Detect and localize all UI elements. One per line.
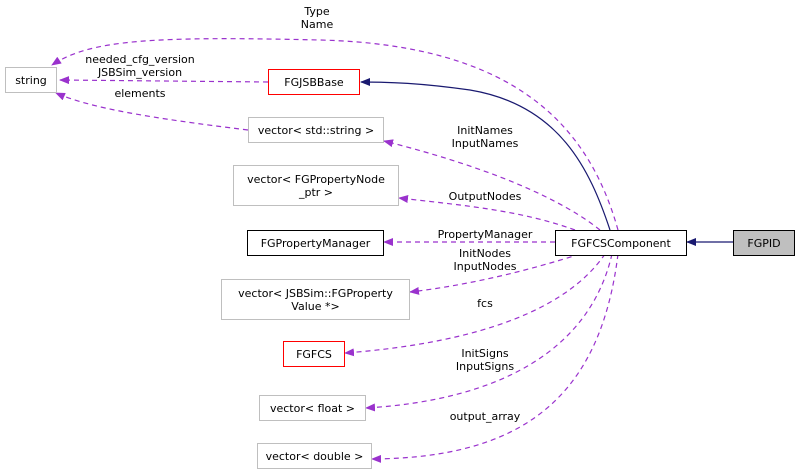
edge-label-init-nodes: InitNodes InputNodes — [453, 247, 517, 273]
node-fgpid[interactable]: FGPID — [733, 230, 795, 256]
edge-label-output-nodes: OutputNodes — [448, 190, 522, 203]
edge-fgfcscomponent-to-string-type-name — [51, 38, 619, 231]
edge-fgfcscomponent-to-fgjsbbase — [360, 78, 611, 231]
edge-label-init-signs: InitSigns InputSigns — [455, 347, 515, 373]
edge-fgfcscomponent-to-vector-string — [383, 139, 601, 231]
edge-label-init-names: InitNames InputNames — [451, 124, 519, 150]
edge-label-output-array: output_array — [449, 410, 521, 423]
edge-fgfcscomponent-to-vector-property-node — [398, 195, 576, 231]
edge-label-property-manager: PropertyManager — [437, 228, 533, 241]
node-fgfcs[interactable]: FGFCS — [283, 341, 345, 367]
edge-fgfcscomponent-to-vector-property-value — [409, 253, 581, 295]
edge-fgfcscomponent-to-fgfcs — [344, 253, 606, 357]
node-vector-double[interactable]: vector< double > — [257, 443, 372, 469]
edge-fgfcscomponent-to-vector-double — [371, 253, 619, 463]
edge-label-elements: elements — [114, 87, 166, 100]
node-fgjsbbase[interactable]: FGJSBBase — [268, 69, 360, 95]
edge-vector-string-to-string — [55, 92, 249, 131]
node-vector-property-node[interactable]: vector< FGPropertyNode _ptr > — [233, 165, 399, 206]
edge-fgjsbbase-to-string — [59, 76, 269, 85]
node-fgpropertymanager[interactable]: FGPropertyManager — [247, 230, 384, 256]
node-string[interactable]: string — [5, 67, 57, 93]
node-vector-string[interactable]: vector< std::string > — [248, 117, 384, 143]
node-vector-float[interactable]: vector< float > — [259, 395, 366, 421]
node-fgfcscomponent[interactable]: FGFCSComponent — [555, 230, 687, 256]
edge-label-type-name: Type Name — [300, 5, 334, 31]
node-vector-property-value[interactable]: vector< JSBSim::FGProperty Value *> — [221, 279, 410, 320]
edge-label-fcs: fcs — [477, 297, 493, 310]
edge-fgfcscomponent-to-vector-float — [365, 253, 613, 412]
edge-label-cfg-version: needed_cfg_version JSBSim_version — [85, 53, 195, 79]
